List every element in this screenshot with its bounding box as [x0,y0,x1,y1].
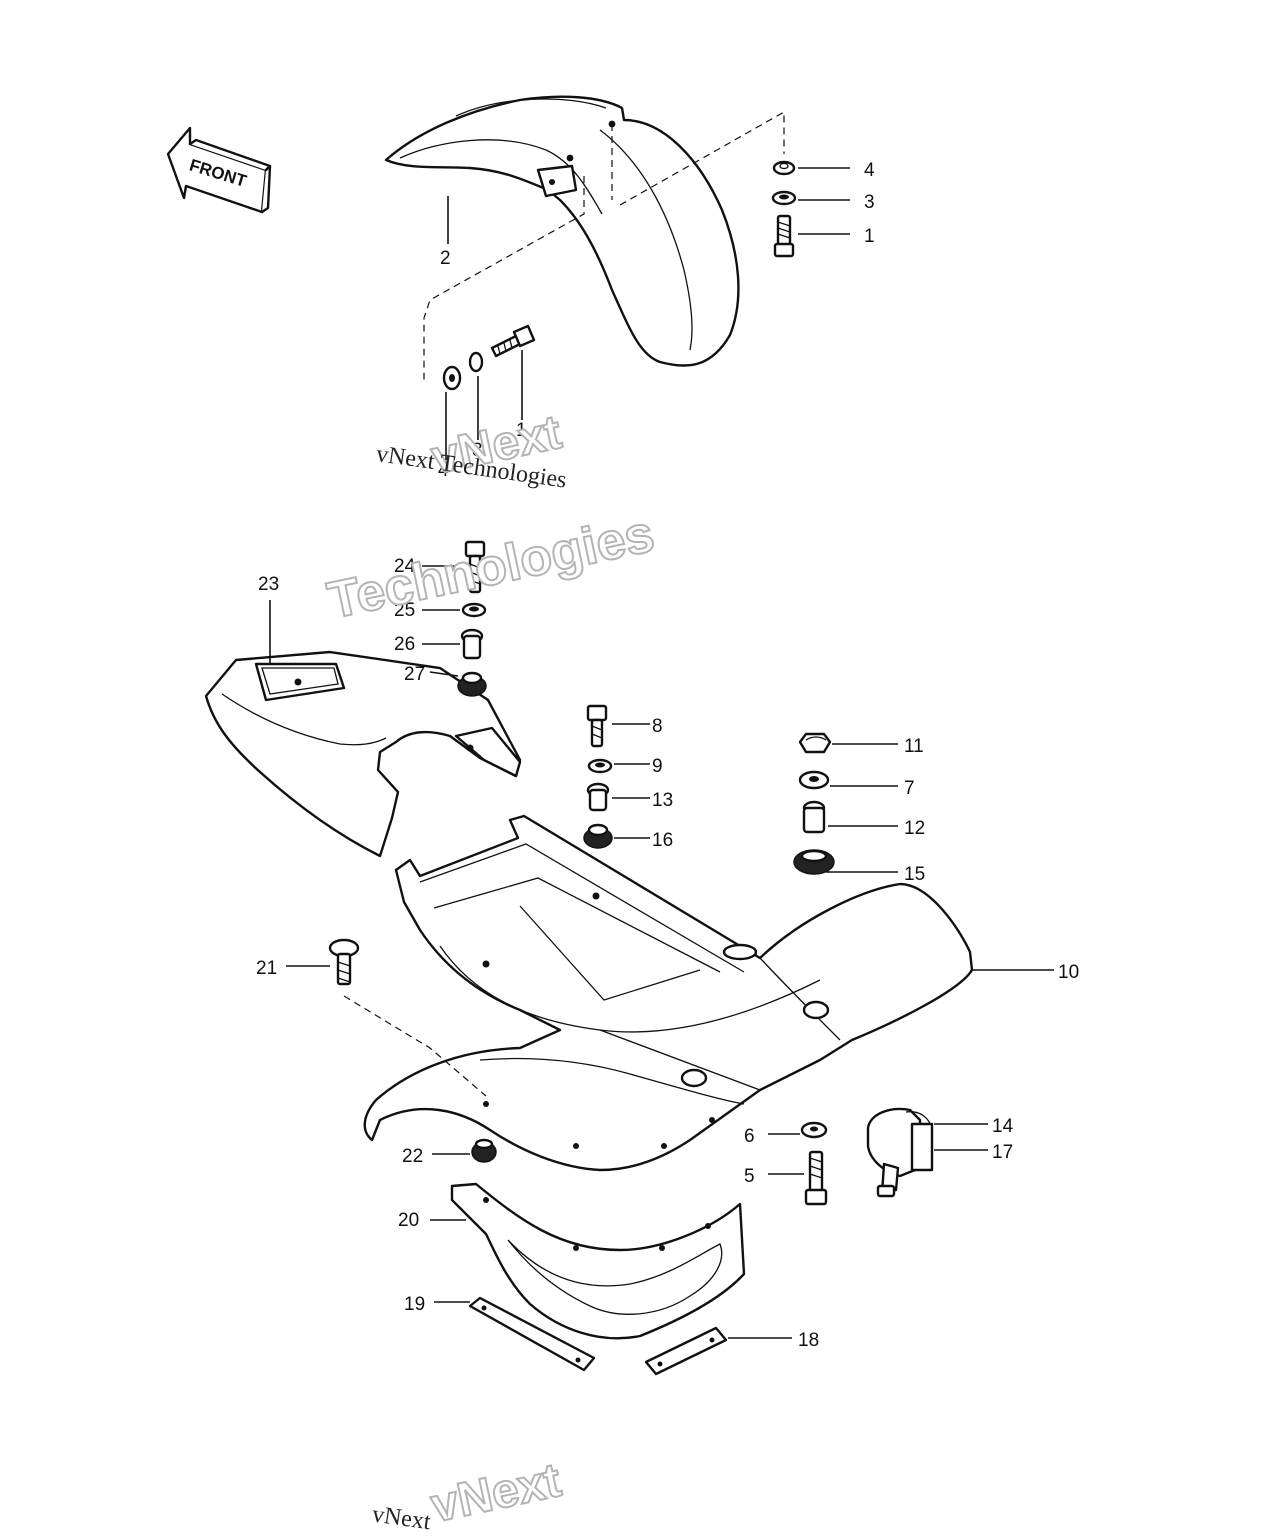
front-fender [384,95,740,367]
washer-4-top [772,160,796,176]
callout-1-top: 1 [864,226,875,247]
watermark-caption-bottom: vNext [371,1501,433,1535]
clip-17 [876,1162,900,1198]
mount-line-right [619,110,785,206]
screw-21 [328,938,360,986]
collar-12 [802,800,826,834]
washer-6 [800,1121,828,1139]
cap-nut-11 [798,732,832,754]
bolt-1-top [773,214,795,258]
callout-10: 10 [1058,962,1079,983]
callout-24: 24 [394,556,416,577]
callout-3-left: 3 [472,440,483,461]
callout-20: 20 [398,1210,419,1231]
front-arrow-badge: FRONT [166,126,272,214]
callout-12: 12 [904,818,925,839]
cable-clamp-14 [866,1107,934,1178]
bolt-1-left [490,324,536,358]
watermark-vnext-bottom: vNext [427,1454,566,1533]
callout-11: 11 [904,736,924,757]
strip-18 [644,1326,728,1376]
callout-8: 8 [652,716,663,737]
mount-line-left [423,176,585,380]
grommet-15 [793,849,835,875]
callout-4-top: 4 [864,160,875,181]
side-cover-23 [204,650,522,858]
callout-21: 21 [256,958,277,979]
mud-flap-plate-20 [450,1182,746,1340]
callout-4-left: 4 [438,460,449,481]
callout-14: 14 [992,1116,1014,1137]
callout-17: 17 [992,1142,1013,1163]
lock-washer-3-left [468,351,484,373]
grommet-22 [471,1138,497,1163]
washer-7 [798,770,830,790]
callout-25: 25 [394,600,415,621]
callout-15: 15 [904,864,925,885]
callout-18: 18 [798,1330,819,1351]
grommet-16 [583,823,613,849]
bolt-24 [464,540,486,594]
watermark-bottom: vNext vNext [371,1453,567,1535]
lock-washer-9 [587,758,613,774]
callout-19: 19 [404,1294,425,1315]
collar-13 [586,782,610,812]
callout-5: 5 [744,1166,755,1187]
rear-fender-10 [363,814,974,1172]
callout-16: 16 [652,830,673,851]
callout-1-left: 1 [516,420,527,441]
watermark-technologies: Technologies [323,505,659,631]
callout-27: 27 [404,664,425,685]
callout-3-top: 3 [864,192,875,213]
callout-13: 13 [652,790,673,811]
mount-line-21 [343,995,487,1097]
washer-4-left [442,365,462,391]
callout-7: 7 [904,778,915,799]
callout-22: 22 [402,1146,423,1167]
callout-26: 26 [394,634,415,655]
grommet-27 [457,671,487,697]
lock-washer-3-top [771,190,797,206]
collar-26 [460,628,484,660]
callout-labels: 4 3 1 2 4 3 1 23 24 25 26 27 8 9 13 16 1… [256,160,1079,1351]
callout-2: 2 [440,248,451,269]
lock-washer-25 [461,602,487,618]
strip-19 [468,1296,596,1372]
bolt-8 [586,704,608,748]
callout-6: 6 [744,1126,755,1147]
callout-23: 23 [258,574,279,595]
bolt-5 [804,1150,828,1206]
watermark-mid: vNext Technologies vNext Technologies [322,405,660,632]
callout-9: 9 [652,756,663,777]
